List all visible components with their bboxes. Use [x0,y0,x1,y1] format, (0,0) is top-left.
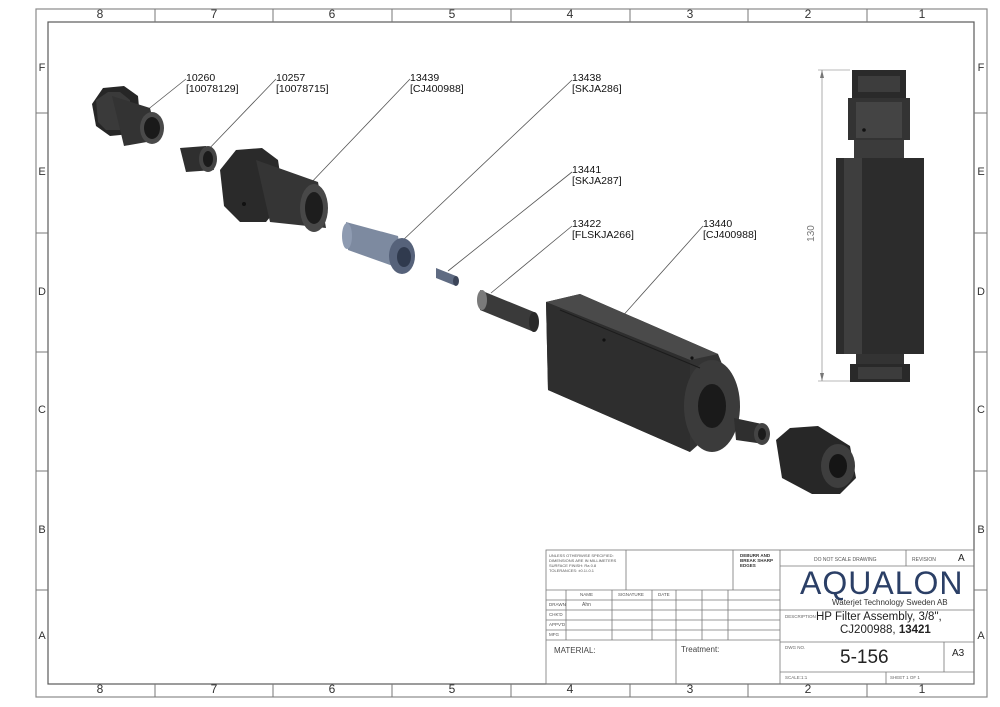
callout-ref: [CJ400988] [410,83,464,95]
zone-row-left-B: B [38,524,46,536]
callout-part: 13439 [410,72,440,84]
callout-part: 10257 [276,72,306,84]
dimension-130: 130 [805,225,817,242]
zone-row-left-A: A [38,630,46,642]
dwg-number: 5-156 [840,647,889,668]
callout-part: 13440 [703,218,733,230]
zone-row-right-D: D [977,286,985,298]
material-label: MATERIAL: [554,646,596,655]
part-13438-filter [342,222,415,274]
treatment-label: Treatment: [681,645,720,654]
callout-13440: 13440[CJ400988] [703,219,757,241]
description-part: 13421 [898,624,931,636]
note-line: TOLERANCES: ±0.1/-0.1 [549,568,595,573]
callout-part: 10260 [186,72,216,84]
callout-ref: [SKJA287] [572,175,622,187]
revision-value: A [958,553,965,564]
zone-col-top-7: 7 [210,7,218,21]
zone-col-top-6: 6 [328,7,336,21]
do-not-scale-label: DO NOT SCALE DRAWING [814,557,877,563]
zone-col-bottom-5: 5 [448,682,456,696]
row-drawn: DRAWN [549,602,566,607]
deburr-line: DEBURR AND [740,553,771,558]
header-signature: SIGNATURE [618,592,644,597]
deburr-line: EDGES [740,563,756,568]
callout-ref: [10078715] [276,83,329,95]
dwg-no-label: DWG NO. [785,645,806,650]
header-name: NAME [580,592,594,597]
zone-row-left-C: C [38,404,46,416]
drawn-by: Ahn [582,602,591,608]
row-checked: CHK'D [549,612,563,617]
zone-col-top-5: 5 [448,7,456,21]
zone-col-bottom-3: 3 [686,682,694,696]
callout-part: 13441 [572,164,602,176]
scale-label: SCALE:1:1 [785,675,808,680]
zone-row-right-C: C [977,404,985,416]
row-mfg: MFG [549,632,559,637]
part-13441-pin [436,268,459,286]
zone-row-left-E: E [38,166,46,178]
description-cj: CJ200988, [840,624,899,636]
tolerance-notes: UNLESS OTHERWISE SPECIFIED: DIMENSIONS A… [549,553,616,573]
zone-col-top-8: 8 [96,7,104,21]
callout-ref: [10078129] [186,83,239,95]
side-view-assembly [818,69,924,382]
callout-10260: 10260[10078129] [186,73,239,95]
callout-ref: [FLSKJA266] [572,229,634,241]
note-line: UNLESS OTHERWISE SPECIFIED: [549,553,614,558]
description-label: DESCRIPTION [785,614,816,619]
zone-col-bottom-8: 8 [96,682,104,696]
zone-row-right-F: F [977,62,985,74]
deburr-line: BREAK SHARP [740,558,774,563]
callout-10257: 10257[10078715] [276,73,329,95]
zone-col-bottom-6: 6 [328,682,336,696]
callout-ref: [CJ400988] [703,229,757,241]
zone-row-right-B: B [977,524,985,536]
zone-col-top-3: 3 [686,7,694,21]
zone-col-top-2: 2 [804,7,812,21]
part-10257-sleeve [180,146,217,172]
zone-row-left-F: F [38,62,46,74]
zone-col-bottom-7: 7 [210,682,218,696]
callout-13422: 13422[FLSKJA266] [572,219,634,241]
row-approved: APPV'D [549,622,566,627]
part-13422-rod [477,290,539,332]
deburr-note: DEBURR AND BREAK SHARP EDGES [740,553,773,568]
brand-subtitle: Waterjet Technology Sweden AB [832,598,948,607]
zone-col-bottom-2: 2 [804,682,812,696]
part-13440-housing [546,294,740,452]
callout-part: 13422 [572,218,602,230]
part-right-sleeve [734,418,770,445]
note-line: SURFACE FINISH: Ra 0.8 [549,563,597,568]
zone-row-right-E: E [977,166,985,178]
zone-col-bottom-1: 1 [918,682,926,696]
callout-part: 13438 [572,72,602,84]
description-line2: CJ200988, 13421 [840,624,931,636]
sheet-size: A3 [952,648,965,659]
zone-col-top-1: 1 [918,7,926,21]
header-date: DATE [658,592,670,597]
callout-ref: [SKJA286] [572,83,622,95]
description-line1: HP Filter Assembly, 3/8", [816,611,942,623]
revision-label: REVISION [912,557,936,563]
zone-row-right-A: A [977,630,985,642]
sheet-label: SHEET 1 OF 1 [890,675,920,680]
callout-13439: 13439[CJ400988] [410,73,464,95]
part-13439-body [220,148,328,232]
zone-col-top-4: 4 [566,7,574,21]
brand-logo: AQUALON [800,565,964,601]
callout-13438: 13438[SKJA286] [572,73,622,95]
zone-row-left-D: D [38,286,46,298]
callout-13441: 13441[SKJA287] [572,165,622,187]
part-right-nut [776,426,856,494]
part-10260-nut [92,86,164,146]
zone-col-bottom-4: 4 [566,682,574,696]
note-line: DIMENSIONS ARE IN MILLIMETERS [549,558,617,563]
